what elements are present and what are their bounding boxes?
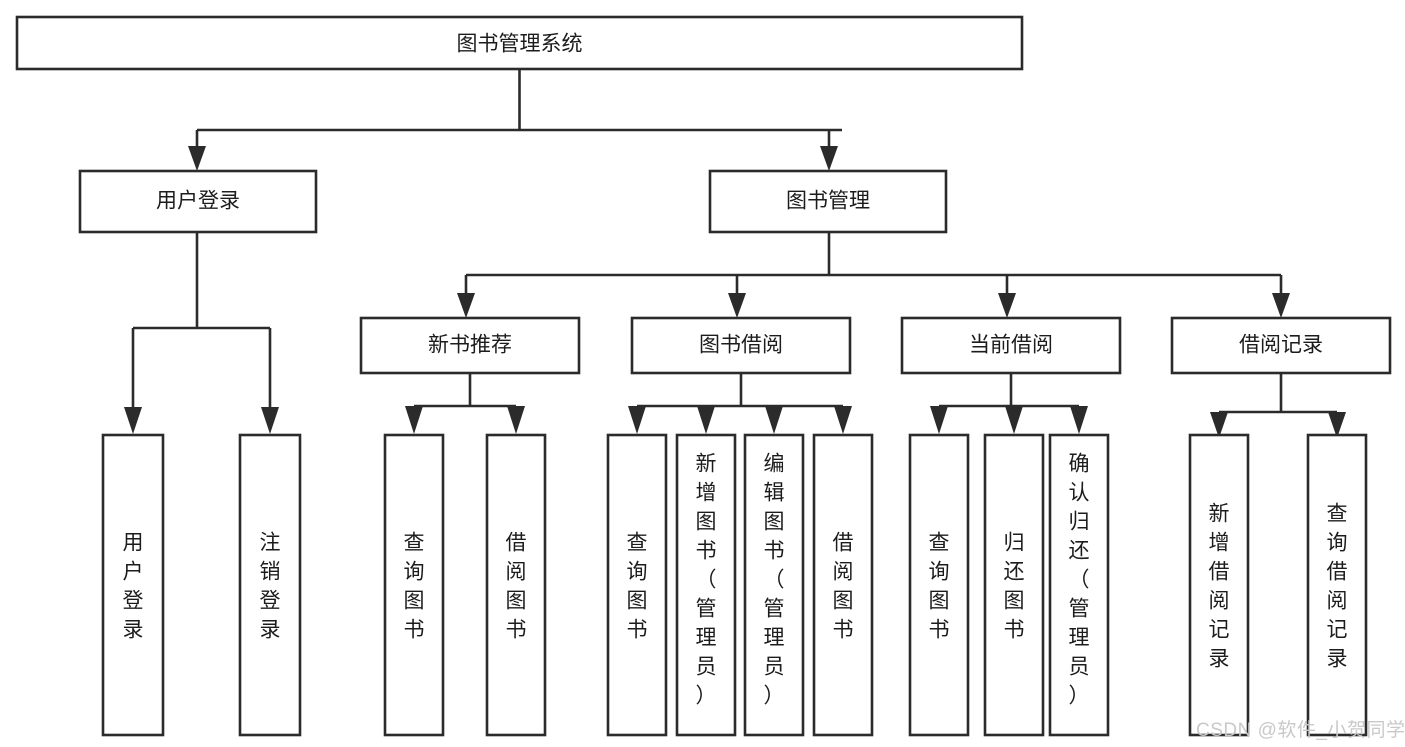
- arrow-cb-b3-icon: [1070, 406, 1088, 434]
- leaf-user-login-label: 用户登录: [123, 532, 144, 642]
- leaf-query-book-2-label: 查询图书: [627, 532, 648, 642]
- node-borrow-record[interactable]: 借阅记录: [1170, 316, 1392, 375]
- leaf-query-book-3[interactable]: 查询图书: [908, 433, 970, 737]
- arrow-nbr-b1-icon: [405, 406, 423, 434]
- connector-group-book-borrow: [628, 373, 852, 434]
- node-book-mgmt[interactable]: 图书管理: [708, 169, 948, 234]
- arrow-bm-to-new-book-icon: [457, 293, 475, 318]
- arrow-root-to-book-mgmt-icon: [820, 146, 838, 171]
- node-current-borrow-box[interactable]: [900, 316, 1122, 375]
- connector-group-user-login: [124, 232, 279, 434]
- arrow-bb-b1-icon: [628, 406, 646, 434]
- leaf-add-record-label: 新增借阅记录: [1209, 503, 1230, 671]
- leaf-query-book-1[interactable]: 查询图书: [383, 433, 445, 737]
- node-root[interactable]: 图书管理系统: [15, 15, 1024, 71]
- leaf-return-book-box[interactable]: [983, 433, 1045, 737]
- leaf-user-login[interactable]: 用户登录: [101, 433, 165, 737]
- node-book-mgmt-box[interactable]: [708, 169, 948, 234]
- leaf-borrow-book-1-box[interactable]: [485, 433, 547, 737]
- arrow-cb-b1-icon: [930, 406, 948, 434]
- leaf-edit-book-box[interactable]: [743, 433, 805, 737]
- arrow-bb-b2-icon: [697, 406, 715, 434]
- leaf-query-book-3-box[interactable]: [908, 433, 970, 737]
- leaf-confirm-return-box[interactable]: [1048, 433, 1110, 737]
- leaf-add-book-label: 新增图书（管理员）: [696, 453, 717, 708]
- arrow-bm-to-record-icon: [1272, 293, 1290, 318]
- arrow-cb-b2-icon: [1005, 406, 1023, 434]
- connector-group-current-borrow: [930, 373, 1088, 434]
- node-borrow-record-box[interactable]: [1170, 316, 1392, 375]
- leaf-return-book[interactable]: 归还图书: [983, 433, 1045, 737]
- arrow-nbr-b2-icon: [507, 406, 525, 434]
- leaf-borrow-book-1-label: 借阅图书: [506, 532, 527, 642]
- node-user-login-box[interactable]: [78, 169, 318, 234]
- leaf-query-book-1-box[interactable]: [383, 433, 445, 737]
- node-current-borrow[interactable]: 当前借阅: [900, 316, 1122, 375]
- arrow-br-b2-icon: [1328, 412, 1346, 438]
- node-book-borrow-label: 图书借阅: [699, 334, 783, 357]
- node-current-borrow-label: 当前借阅: [969, 334, 1053, 357]
- leaf-confirm-return-label: 确认归还（管理员）: [1069, 453, 1090, 708]
- leaf-return-book-label: 归还图书: [1004, 532, 1025, 642]
- arrow-user-login-b2-icon: [261, 407, 279, 434]
- connector-group-new-book-rec: [405, 373, 525, 434]
- connector-group-root: [188, 69, 842, 171]
- leaf-add-book-box[interactable]: [675, 433, 737, 737]
- node-borrow-record-label: 借阅记录: [1239, 334, 1323, 357]
- leaf-query-record-label: 查询借阅记录: [1327, 503, 1348, 671]
- arrow-user-login-b1-icon: [124, 407, 142, 434]
- arrow-br-b1-icon: [1210, 412, 1228, 438]
- arrow-bm-to-borrow-icon: [728, 293, 746, 318]
- leaf-logout-label: 注销登录: [260, 532, 281, 642]
- leaf-logout[interactable]: 注销登录: [238, 433, 302, 737]
- leaf-edit-book-label: 编辑图书（管理员）: [764, 453, 785, 708]
- node-new-book-rec[interactable]: 新书推荐: [359, 316, 581, 375]
- leaf-query-book-1-label: 查询图书: [404, 532, 425, 642]
- connector-group-borrow-record: [1210, 373, 1346, 438]
- node-new-book-rec-box[interactable]: [359, 316, 581, 375]
- node-book-borrow[interactable]: 图书借阅: [630, 316, 852, 375]
- node-user-login-label: 用户登录: [156, 190, 240, 213]
- leaf-query-record[interactable]: 查询借阅记录: [1306, 433, 1368, 737]
- node-book-mgmt-label: 图书管理: [786, 190, 870, 213]
- leaf-query-book-2-box[interactable]: [606, 433, 668, 737]
- arrow-bm-to-current-icon: [998, 293, 1016, 318]
- node-root-box[interactable]: [15, 15, 1024, 71]
- arrow-bb-b3-icon: [765, 406, 783, 434]
- leaf-query-book-2[interactable]: 查询图书: [606, 433, 668, 737]
- leaf-borrow-book-2[interactable]: 借阅图书: [812, 433, 874, 737]
- arrow-root-to-user-login-icon: [188, 146, 206, 171]
- node-user-login[interactable]: 用户登录: [78, 169, 318, 234]
- leaf-borrow-book-1[interactable]: 借阅图书: [485, 433, 547, 737]
- leaf-user-login-box[interactable]: [101, 433, 165, 737]
- node-root-label: 图书管理系统: [457, 33, 583, 56]
- leaf-confirm-return[interactable]: 确认归还（管理员）: [1048, 433, 1110, 737]
- csdn-watermark: CSDN @软件_小贺同学: [1196, 719, 1405, 741]
- leaf-borrow-book-2-label: 借阅图书: [833, 532, 854, 642]
- leaf-add-record-box[interactable]: [1188, 433, 1250, 737]
- node-book-borrow-box[interactable]: [630, 316, 852, 375]
- node-new-book-rec-label: 新书推荐: [428, 334, 512, 357]
- leaf-edit-book[interactable]: 编辑图书（管理员）: [743, 433, 805, 737]
- leaf-borrow-book-2-box[interactable]: [812, 433, 874, 737]
- leaf-query-book-3-label: 查询图书: [929, 532, 950, 642]
- leaf-query-record-box[interactable]: [1306, 433, 1368, 737]
- leaf-node-layer: 用户登录 注销登录 查询图书 借阅图书 查询图书 新增图书（管理员） 编辑图书（管理员） 借阅…: [101, 433, 1368, 737]
- connector-group-book-mgmt: [457, 232, 1290, 318]
- leaf-add-record[interactable]: 新增借阅记录: [1188, 433, 1250, 737]
- arrow-bb-b4-icon: [834, 406, 852, 434]
- leaf-add-book[interactable]: 新增图书（管理员）: [675, 433, 737, 737]
- leaf-logout-box[interactable]: [238, 433, 302, 737]
